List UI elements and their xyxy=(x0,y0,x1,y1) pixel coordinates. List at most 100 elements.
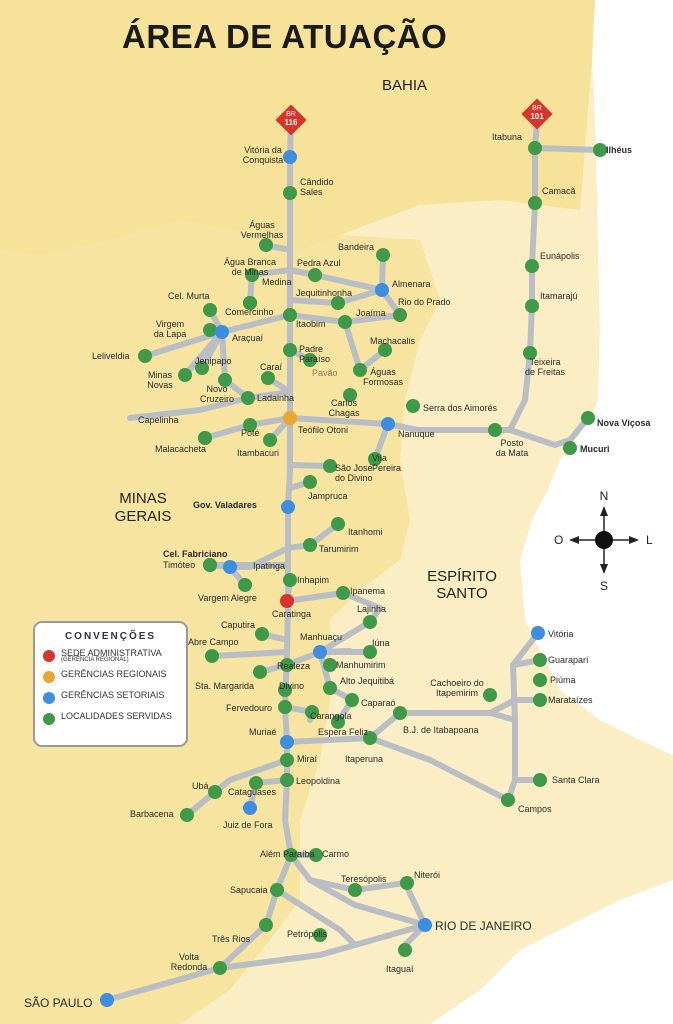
location-label-candido-sales: Sales xyxy=(300,187,323,197)
sea-lower xyxy=(430,880,673,1024)
location-marker-comercinho xyxy=(243,296,257,310)
location-marker-agua-branca xyxy=(245,268,259,282)
location-marker-vitoria xyxy=(531,626,545,640)
location-label-piuma: Piúma xyxy=(550,675,576,685)
location-marker-petropolis xyxy=(313,928,327,942)
location-marker-leliveldia xyxy=(138,349,152,363)
location-label-rio-do-prado: Rio do Prado xyxy=(398,297,451,307)
location-marker-aracuai xyxy=(215,325,229,339)
location-marker-cataguases xyxy=(249,776,263,790)
location-label-bj-itabapoana: B.J. de Itabapoana xyxy=(403,725,479,735)
location-marker-nanuque xyxy=(381,417,395,431)
location-marker-minas-novas xyxy=(178,368,192,382)
location-label-mirai: Miraí xyxy=(297,754,317,764)
location-marker-rio-do-prado xyxy=(393,308,407,322)
location-marker-cel-murta xyxy=(203,303,217,317)
location-label-posto-mata: Posto xyxy=(500,438,523,448)
location-label-vitoria-conquista: Conquista xyxy=(243,155,284,165)
location-label-marataizes: Marataízes xyxy=(548,695,593,705)
location-label-tarumirim: Tarumirim xyxy=(319,544,359,554)
map-title: ÁREA DE ATUAÇÃO xyxy=(122,18,448,55)
location-label-eunapolis: Eunápolis xyxy=(540,251,580,261)
location-marker-juiz-de-fora xyxy=(243,801,257,815)
location-label-pote: Poté xyxy=(241,428,260,438)
location-marker-uba xyxy=(208,785,222,799)
location-label-lajinha: Lajinha xyxy=(357,604,386,614)
location-label-ladainha: Ladainha xyxy=(257,393,294,403)
location-marker-sapucaia xyxy=(270,883,284,897)
location-marker-carlos-chagas xyxy=(343,388,357,402)
location-marker-jampruca xyxy=(303,475,317,489)
location-marker-timoteo xyxy=(203,558,217,572)
location-label-volta-redonda: Volta xyxy=(179,952,199,962)
location-marker-novo-cruzeiro xyxy=(195,361,209,375)
legend-item-setorial: GERÊNCIAS SETORIAIS xyxy=(35,690,186,711)
location-label-volta-redonda: Redonda xyxy=(171,962,208,972)
location-marker-joaima xyxy=(338,315,352,329)
location-marker-carmo xyxy=(309,848,323,862)
location-marker-teresopolis xyxy=(348,883,362,897)
br116-number: 116 xyxy=(285,118,298,127)
location-label-almenara: Almenara xyxy=(392,279,431,289)
location-marker-carai xyxy=(261,371,275,385)
location-label-espera-feliz: Espera Feliz xyxy=(318,727,369,737)
location-label-itaguai: Itaguaí xyxy=(386,964,414,974)
location-marker-itaguai xyxy=(398,943,412,957)
location-marker-itamaraju xyxy=(525,299,539,313)
location-marker-inhapim xyxy=(283,573,297,587)
location-label-vila-pereira: Pereira xyxy=(372,463,401,473)
location-label-teofilo-otoni: Teófilo Otoni xyxy=(298,425,348,435)
location-marker-itaobim xyxy=(283,308,297,322)
location-marker-marataizes xyxy=(533,693,547,707)
location-label-sao-jose-divino: São José xyxy=(335,463,373,473)
location-label-sao-jose-divino: do Divino xyxy=(335,473,373,483)
location-label-joaima: Joaíma xyxy=(356,308,386,318)
location-marker-itanhomi xyxy=(331,517,345,531)
location-label-iuna: Iúna xyxy=(372,638,390,648)
legend-title: CONVENÇÕES xyxy=(64,631,157,642)
location-label-ipatinga: Ipatinga xyxy=(253,561,285,571)
location-label-minas-novas: Minas xyxy=(148,370,173,380)
location-marker-nova-vicosa xyxy=(581,411,595,425)
legend-item-servida: LOCALIDADES SERVIDAS xyxy=(35,711,186,732)
location-marker-espera-feliz xyxy=(331,715,345,729)
location-marker-ipatinga xyxy=(223,560,237,574)
location-label-itanhomi: Itanhomi xyxy=(348,527,383,537)
location-label-aguas-vermelhas: Águas xyxy=(249,220,275,230)
location-marker-pedra-azul xyxy=(308,268,322,282)
location-label-vitoria: Vitória xyxy=(548,629,573,639)
location-label-nanuque: Nanuque xyxy=(398,429,435,439)
location-marker-caparao xyxy=(345,693,359,707)
location-label-abre-campo: Abre Campo xyxy=(188,637,239,647)
compass-north: N xyxy=(600,489,609,503)
location-label-aguas-formosas: Águas xyxy=(370,367,396,377)
location-label-minas-novas: Novas xyxy=(147,380,173,390)
location-marker-tarumirim xyxy=(303,538,317,552)
location-label-carai: Caraí xyxy=(260,362,283,372)
location-label-manhuacu: Manhuaçu xyxy=(300,632,342,642)
location-label-teixeira-freitas: Teixeira xyxy=(529,357,560,367)
location-marker-volta-redonda xyxy=(213,961,227,975)
location-marker-caratinga xyxy=(280,594,294,608)
location-label-cataguases: Cataguases xyxy=(228,787,277,797)
location-marker-manhuacu xyxy=(313,645,327,659)
location-label-muriae: Muriaé xyxy=(249,727,277,737)
location-marker-camaca xyxy=(528,196,542,210)
location-marker-aguas-formosas xyxy=(353,363,367,377)
location-label-pedra-azul: Pedra Azul xyxy=(297,258,341,268)
location-label-leopoldina: Leopoldina xyxy=(296,776,340,786)
location-label-bandeira: Bandeira xyxy=(338,242,374,252)
location-marker-bandeira xyxy=(376,248,390,262)
location-label-manhumirim: Manhumirim xyxy=(336,660,386,670)
location-marker-bj-itabapoana xyxy=(393,706,407,720)
legend-label-sede: SEDE ADMINISTRATIVA xyxy=(61,648,162,658)
location-marker-mucuri xyxy=(563,441,577,455)
location-marker-posto-mata xyxy=(488,423,502,437)
location-label-serra-aimores: Serra dos Aimorés xyxy=(423,403,498,413)
location-marker-serra-aimores xyxy=(406,399,420,413)
location-marker-rio-de-janeiro xyxy=(418,918,432,932)
location-marker-caputira xyxy=(255,627,269,641)
sea xyxy=(520,0,673,755)
location-label-realeza: Realeza xyxy=(277,661,310,671)
location-marker-carangola xyxy=(305,705,319,719)
